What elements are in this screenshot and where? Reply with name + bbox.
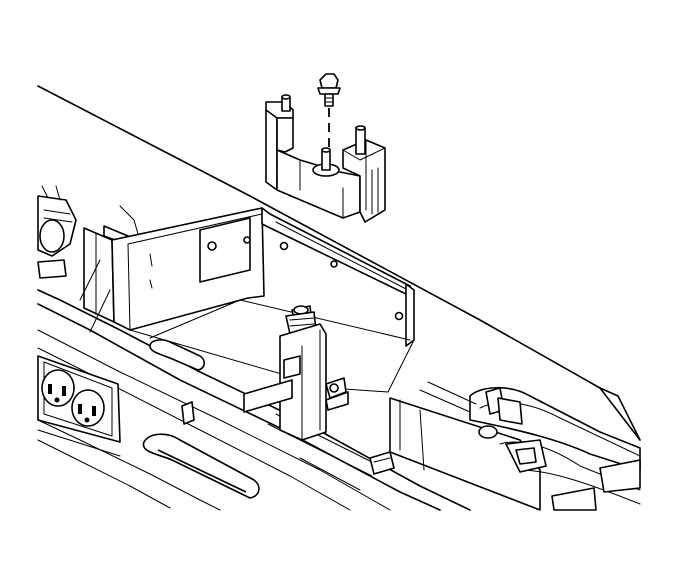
bracket [265,94,386,223]
electrical-outlets [37,355,121,457]
outlet-left [41,369,75,407]
left-harness-cluster [37,185,77,279]
harness-connector [478,387,641,511]
outlet-right [71,389,105,427]
vehicle-floor-frame [37,85,641,511]
bolt [317,73,341,152]
floor-clip [369,451,395,475]
center-mount-stud [243,305,349,441]
